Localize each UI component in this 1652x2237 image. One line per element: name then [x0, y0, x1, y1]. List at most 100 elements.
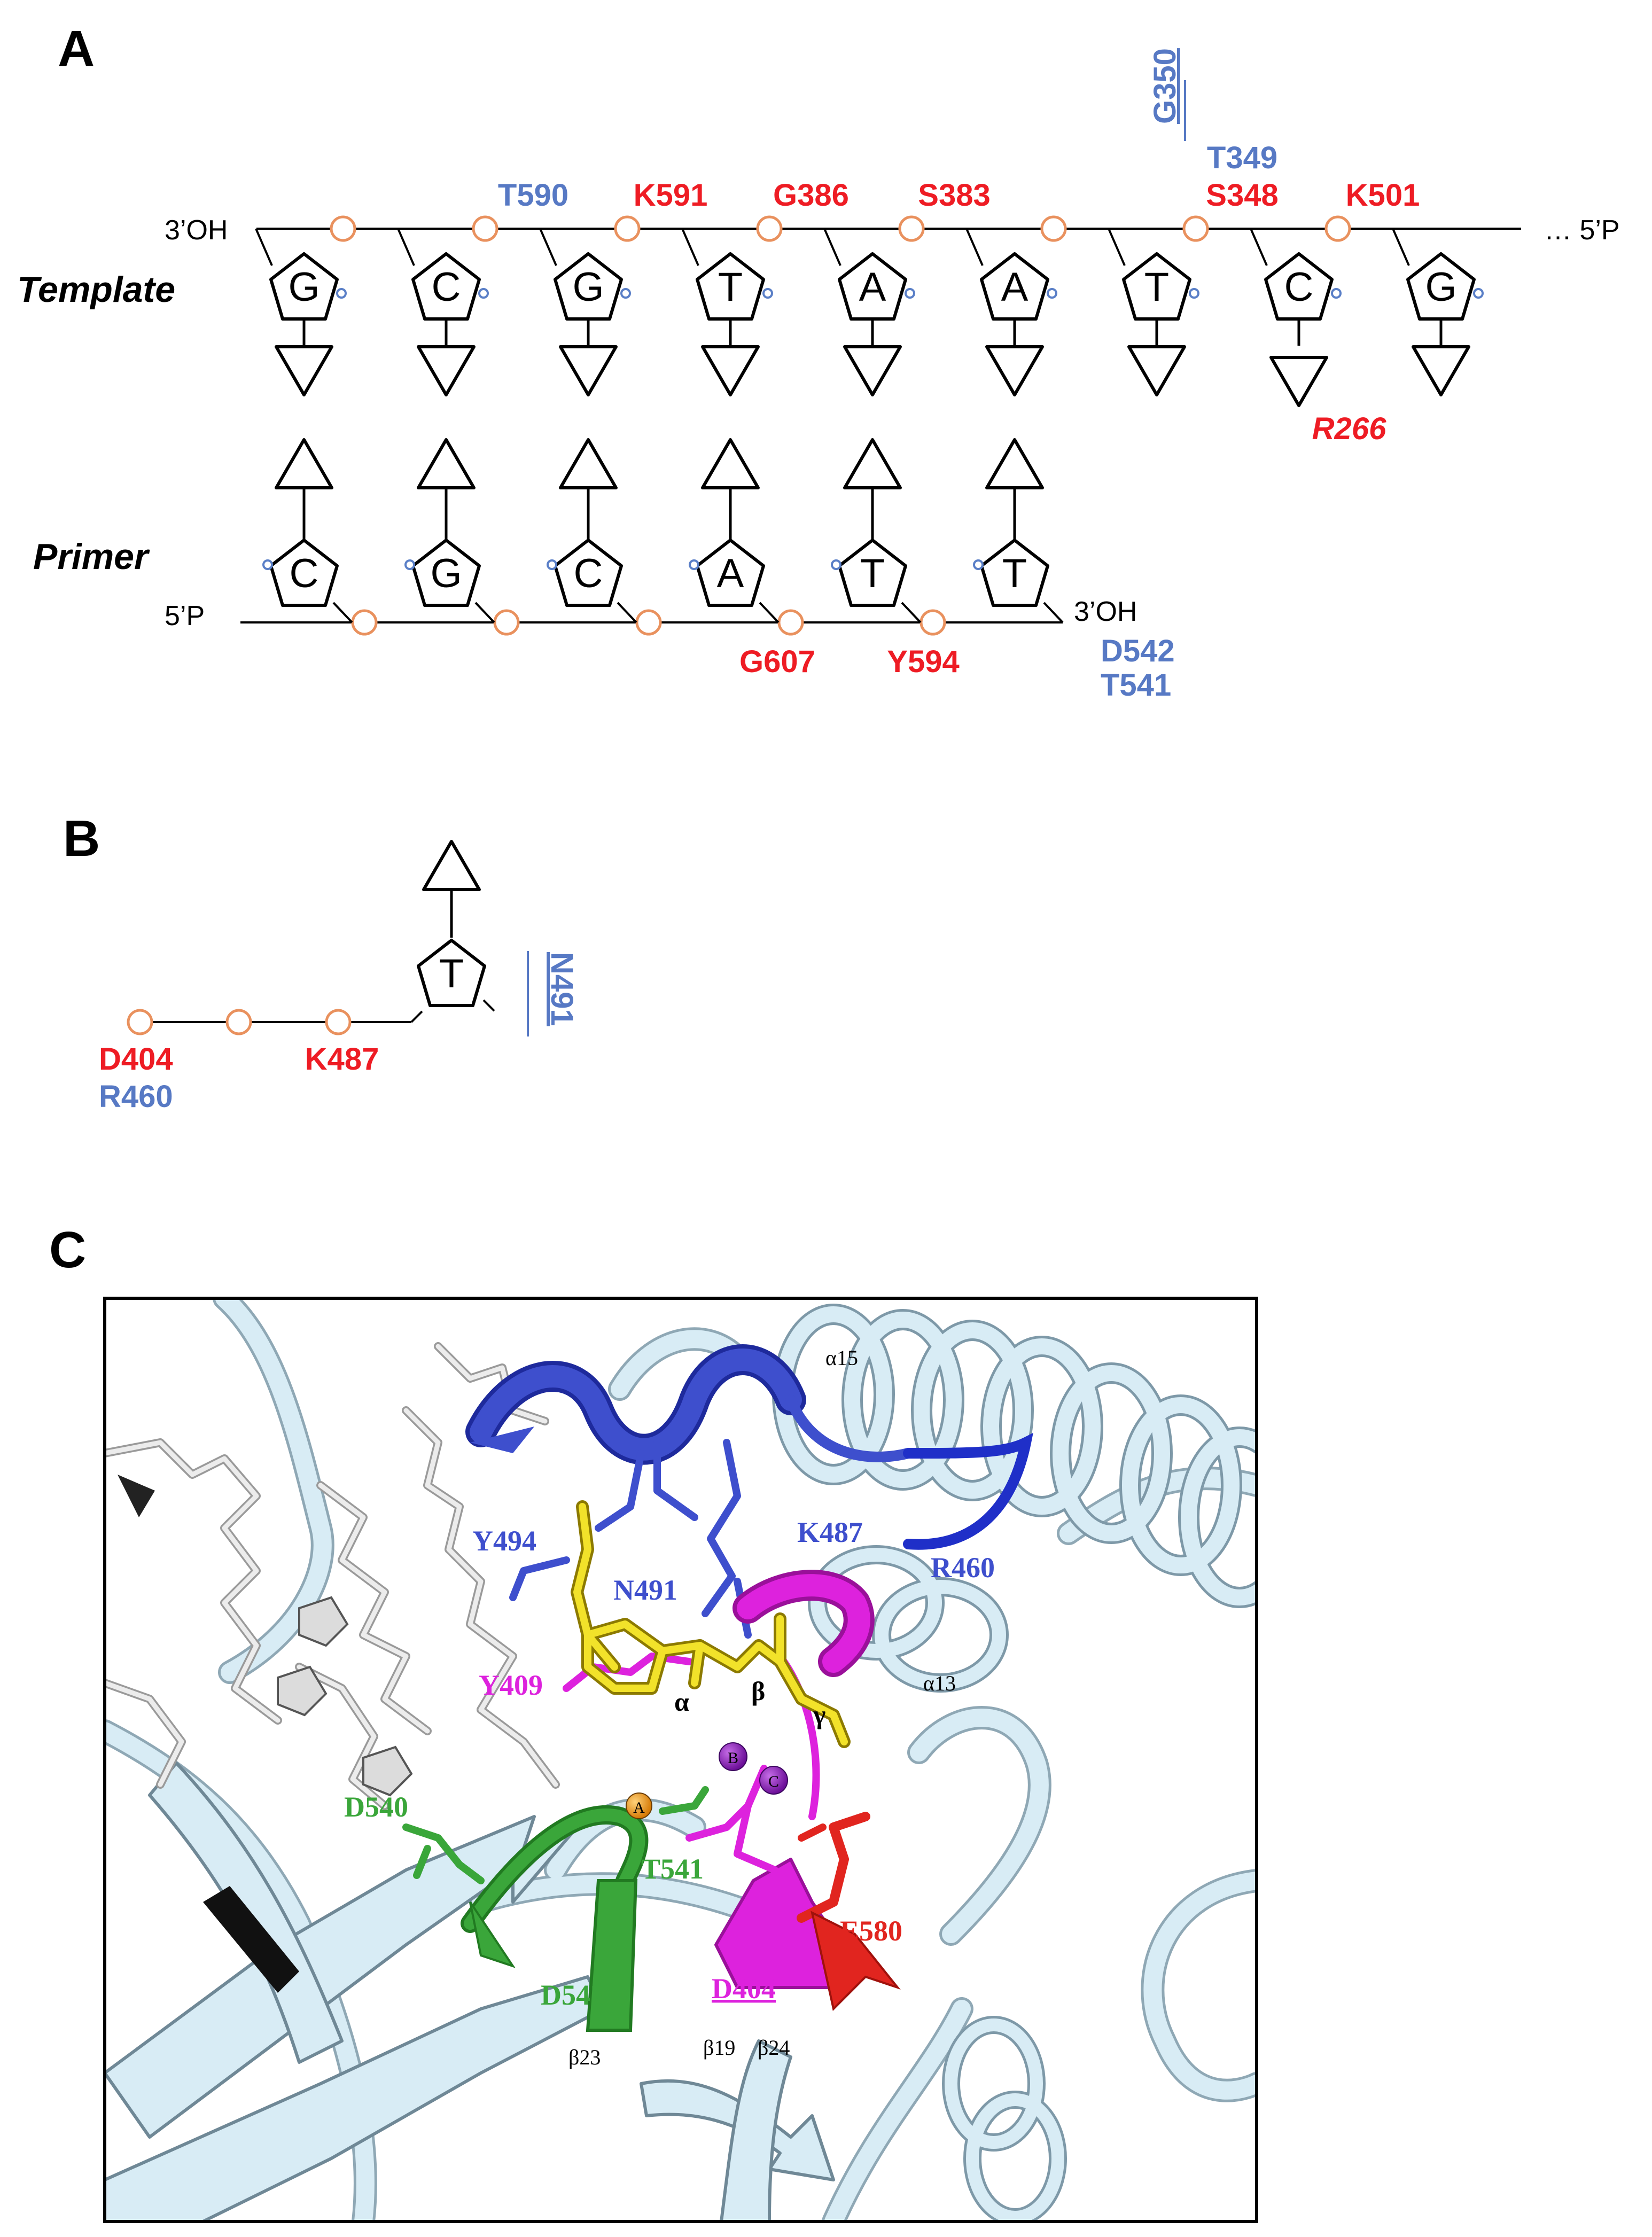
black-strand	[203, 1886, 299, 1993]
residue-t541: T541	[1101, 668, 1171, 703]
phosphate	[325, 1009, 352, 1035]
label-d542: D542	[541, 1979, 605, 2011]
red-e580	[797, 1812, 901, 2011]
panel-c: C	[49, 1221, 1258, 2223]
primer-base-letter: C	[290, 551, 319, 596]
phosphate	[127, 1009, 153, 1035]
template-5p: … 5’P	[1544, 215, 1620, 246]
nick-marker	[1189, 288, 1199, 299]
helix-alpha15-fill	[775, 1306, 1257, 1605]
template-nucleotide: C	[1250, 228, 1342, 406]
sugar-link	[681, 228, 699, 266]
sugar-link	[759, 602, 780, 623]
phosphate	[635, 609, 662, 636]
primer-backbone	[240, 609, 1063, 636]
label-alpha15: α15	[825, 1346, 858, 1370]
template-base-letter: G	[572, 264, 604, 310]
ion-c-label: C	[768, 1773, 779, 1790]
label-beta24: β24	[758, 2036, 790, 2060]
dntp-yellow	[573, 1503, 848, 1745]
residue-k501: K501	[1346, 178, 1420, 213]
label-beta19: β19	[703, 2036, 735, 2060]
nick-marker	[547, 559, 557, 570]
template-nucleotide: C	[397, 228, 489, 395]
dna-rings	[277, 1596, 413, 1797]
residue-y594: Y594	[887, 644, 959, 679]
residue-t349: T349	[1207, 141, 1277, 175]
dark-stick	[118, 1475, 155, 1517]
template-base-letter: G	[1425, 264, 1456, 310]
base-triangle	[1129, 347, 1185, 395]
sugar-link	[1108, 228, 1126, 266]
primer-nucleotide: T	[831, 440, 922, 623]
phosphate	[330, 215, 356, 242]
base-triangle	[987, 440, 1042, 488]
label-k487: K487	[797, 1516, 863, 1548]
phosphate	[1324, 215, 1351, 242]
template-base-letter: C	[432, 264, 461, 310]
sugar-link	[1250, 228, 1268, 266]
primer-nucleotide: C	[547, 440, 637, 623]
panel-c-letter: C	[49, 1221, 86, 1279]
template-backbone	[256, 215, 1521, 242]
template-label: Template	[17, 269, 175, 310]
primer-base-letter: A	[717, 551, 744, 596]
residue-b-r460: R460	[99, 1079, 173, 1114]
nick-marker	[262, 559, 273, 570]
panel-b-link	[410, 1010, 423, 1023]
template-nucleotide: A	[823, 228, 915, 395]
template-nucleotide: G	[539, 228, 631, 395]
label-beta-phosphate: β	[751, 1676, 765, 1706]
sugar-link	[1392, 228, 1410, 266]
sugar-link	[965, 228, 984, 266]
residue-g386: G386	[773, 178, 849, 213]
phosphate	[614, 215, 641, 242]
phosphate	[225, 1009, 252, 1035]
primer-base-letter: G	[430, 551, 462, 596]
protein-structure: A B C	[105, 1298, 1257, 2222]
label-e580: E580	[840, 1915, 902, 1947]
primer-nucleotide: T	[973, 440, 1064, 623]
label-y494: Y494	[472, 1525, 536, 1557]
nick-marker	[1331, 288, 1342, 299]
residue-b-n491: N491	[544, 952, 579, 1026]
nick-marker	[689, 559, 699, 570]
label-d404: D404	[712, 1973, 776, 2005]
template-base-letter: T	[1144, 264, 1169, 310]
residue-s348: S348	[1206, 178, 1278, 213]
base-triangle	[1413, 347, 1469, 395]
ion-a	[626, 1792, 652, 1819]
template-nucleotide: A	[965, 228, 1057, 395]
helix-alpha13-fill	[811, 1548, 1006, 1690]
helix-bottom-right-fill	[945, 2018, 1064, 2222]
template-nucleotide: T	[681, 228, 773, 395]
label-gamma-phosphate: γ	[813, 1700, 825, 1729]
base-triangle	[418, 440, 474, 488]
structure-frame	[103, 1297, 1258, 2223]
primer-base-letter: T	[860, 551, 885, 596]
sugar-link	[617, 602, 637, 623]
template-base-letter: G	[288, 264, 320, 310]
phosphate	[898, 215, 925, 242]
sugar-link	[474, 602, 495, 623]
ion-b	[719, 1742, 747, 1771]
primer-3oh: 3’OH	[1074, 596, 1137, 627]
primer-label: Primer	[33, 536, 150, 577]
phosphate	[472, 215, 498, 242]
nick-marker	[478, 288, 489, 299]
template-nucleotide: G	[255, 228, 347, 395]
ring-tail	[482, 999, 495, 1012]
label-r460: R460	[931, 1552, 995, 1584]
residue-r266: R266	[1312, 411, 1386, 446]
nick-marker	[762, 288, 773, 299]
base-triangle	[1271, 357, 1327, 406]
nick-marker	[831, 559, 841, 570]
label-beta23: β23	[568, 2045, 601, 2069]
base-triangle	[418, 347, 474, 395]
label-d540: D540	[344, 1791, 408, 1823]
sugar-link	[901, 602, 922, 623]
base-triangle	[560, 347, 616, 395]
